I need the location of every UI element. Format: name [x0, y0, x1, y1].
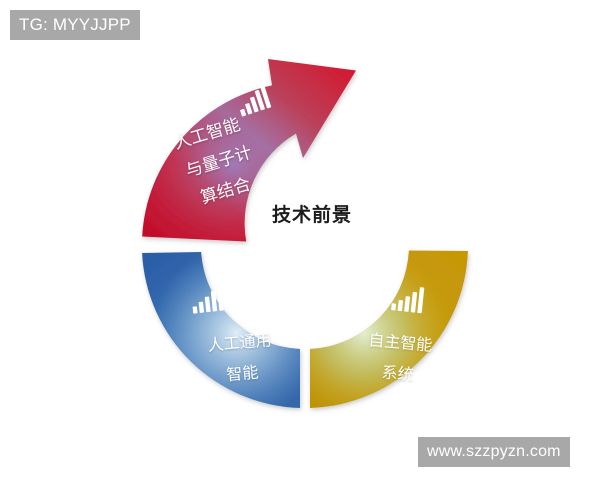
watermark-bottom-right: www.szzpyzn.com — [418, 437, 570, 467]
watermark-top-left: TG: MYYJJPP — [10, 10, 140, 40]
segment-gold[interactable] — [310, 250, 468, 409]
segment-blue[interactable] — [142, 252, 300, 408]
diagram-center-title: 技术前景 — [271, 204, 352, 226]
segment-red[interactable] — [142, 59, 356, 242]
